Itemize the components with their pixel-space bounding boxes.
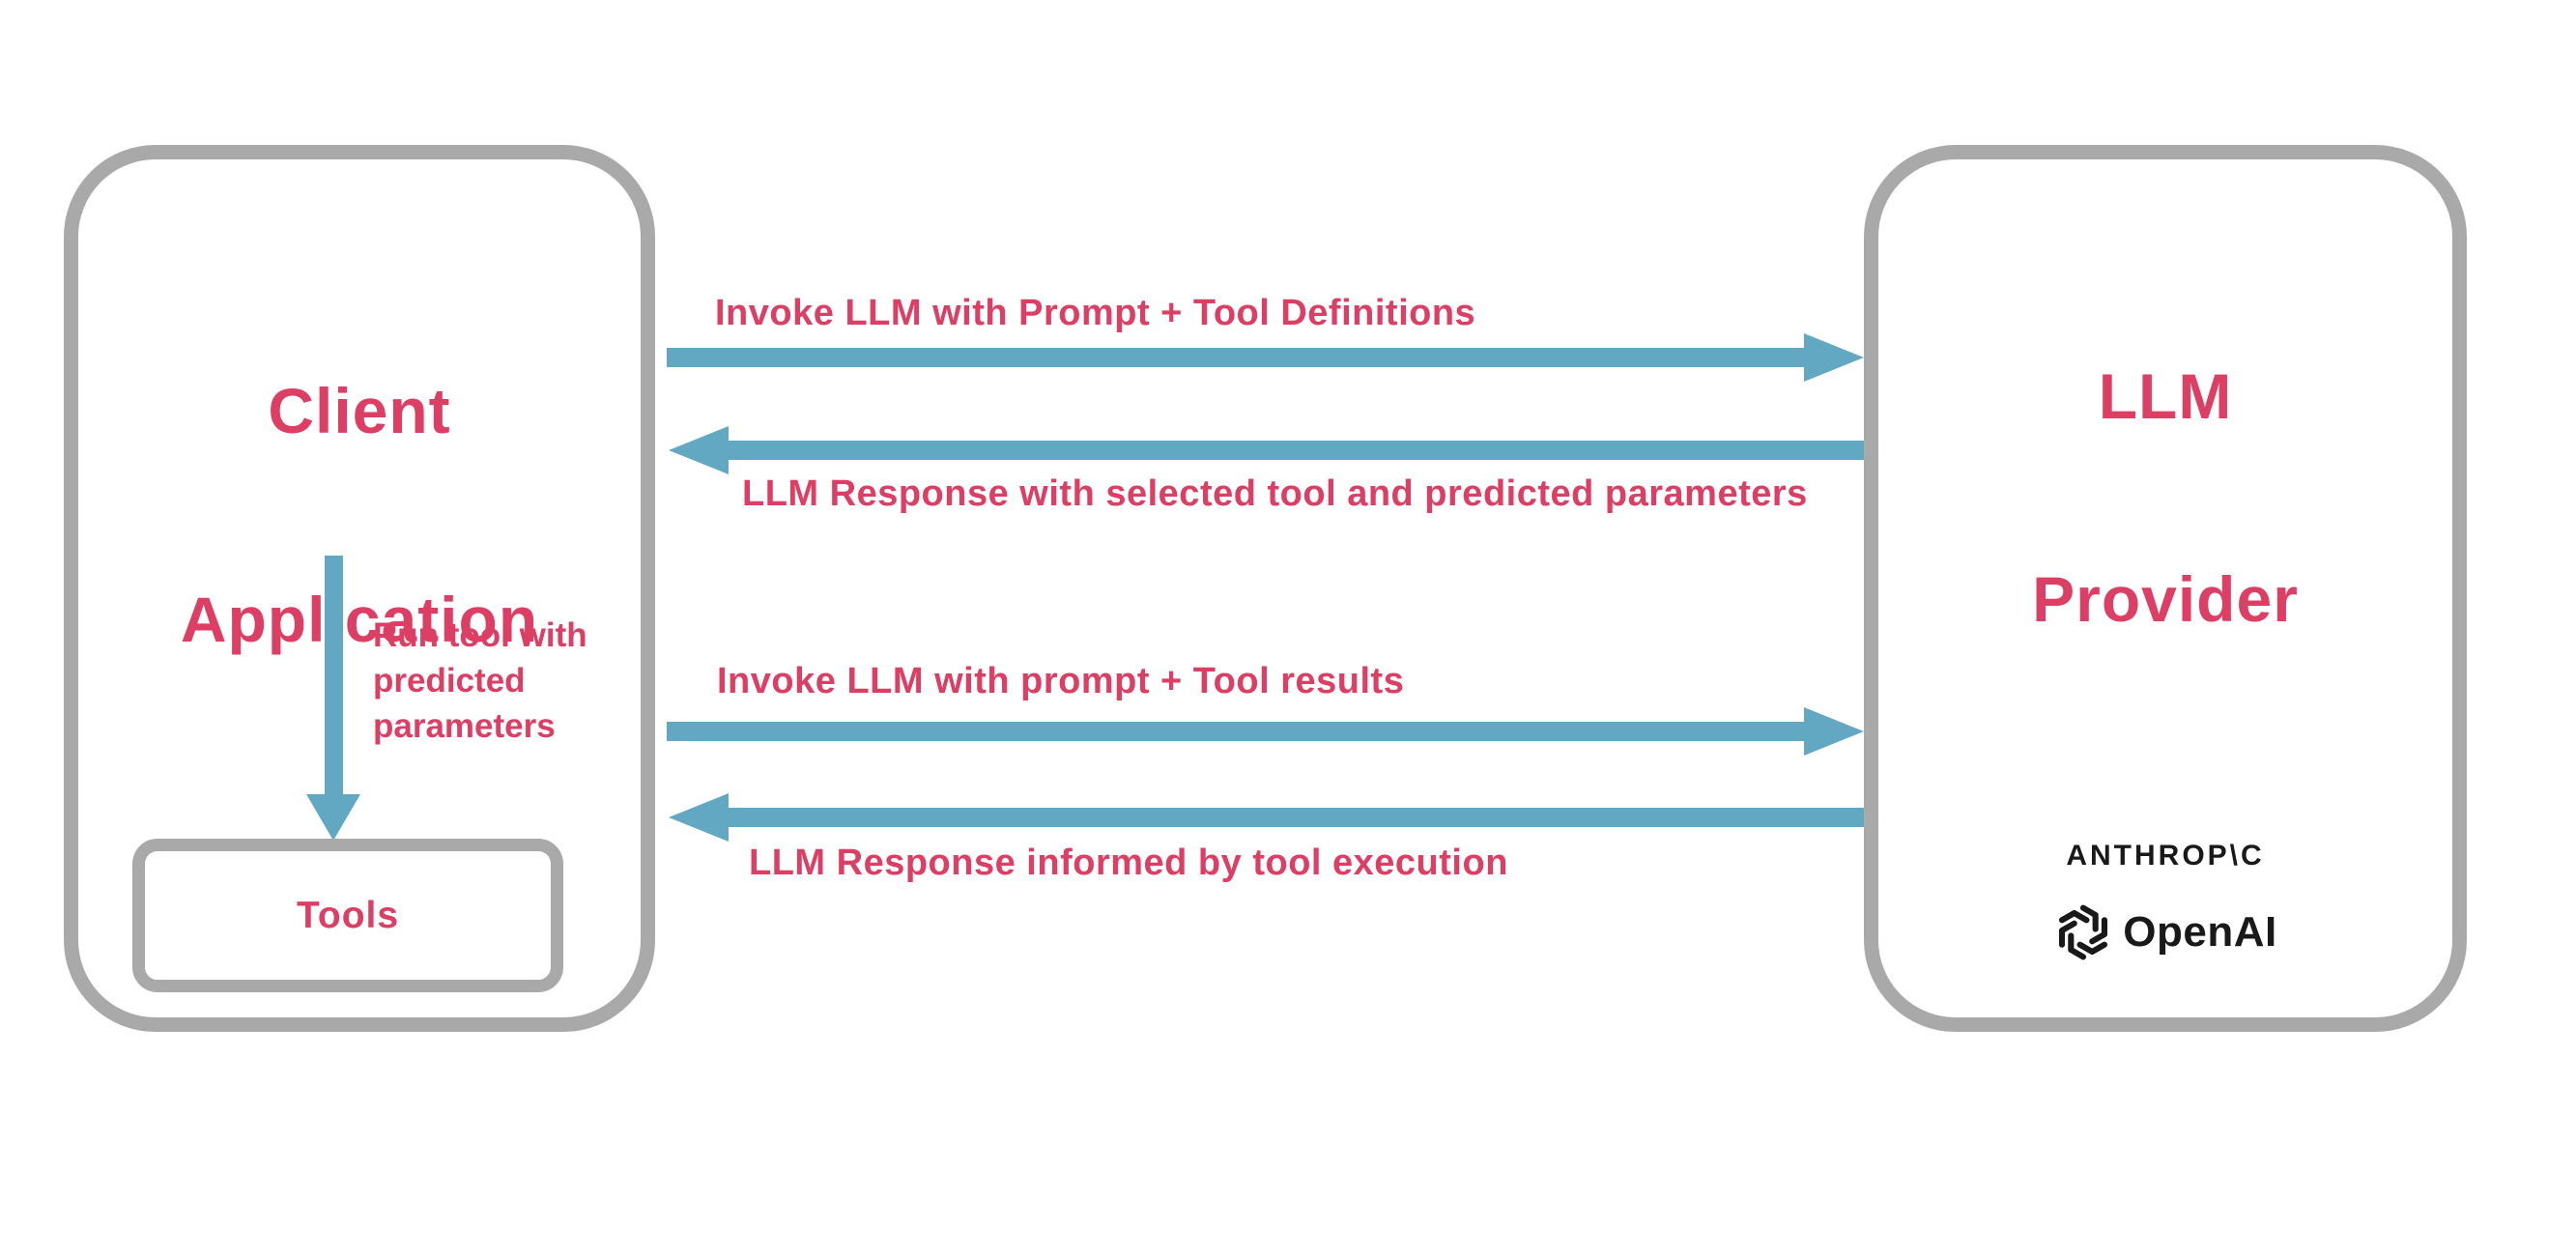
arrow-left-4-shaft <box>729 808 1864 827</box>
run-tool-arrow-shaft <box>325 556 343 794</box>
run-tool-note: Run tool with predicted parameters <box>373 616 587 745</box>
provider-title-line2: Provider <box>2032 563 2299 635</box>
tools-label: Tools <box>296 894 400 936</box>
llm-provider-box <box>1864 145 2467 1032</box>
arrow-right-3-head <box>1804 707 1864 756</box>
message-label-response-execution: LLM Response informed by tool execution <box>749 843 1508 883</box>
message-label-invoke-results: Invoke LLM with prompt + Tool results <box>717 661 1405 701</box>
arrow-right-1-head <box>1804 333 1864 382</box>
client-application-title: Client Application <box>64 358 655 672</box>
llm-provider-title: LLM Provider <box>1864 346 2467 650</box>
arrow-left-2-shaft <box>729 441 1864 460</box>
arrow-left-4-head <box>669 793 729 842</box>
anthropic-wordmark: ANTHROP\C <box>2066 840 2265 872</box>
client-title-line1: Client <box>268 375 451 446</box>
message-label-invoke-definitions: Invoke LLM with Prompt + Tool Definition… <box>715 293 1476 333</box>
run-tool-arrow-head <box>306 794 360 841</box>
client-title-line2: Application <box>180 584 539 655</box>
provider-title-line1: LLM <box>2098 360 2233 432</box>
arrow-left-2-head <box>669 426 729 474</box>
arrow-right-3-shaft <box>667 722 1804 741</box>
openai-wordmark: OpenAI <box>2123 908 2277 956</box>
openai-flower-icon <box>2059 904 2108 960</box>
openai-logo: OpenAI <box>1864 902 2467 962</box>
tools-box: Tools <box>132 839 563 992</box>
arrow-right-1-shaft <box>667 348 1804 367</box>
message-label-response-parameters: LLM Response with selected tool and pred… <box>742 473 1808 514</box>
